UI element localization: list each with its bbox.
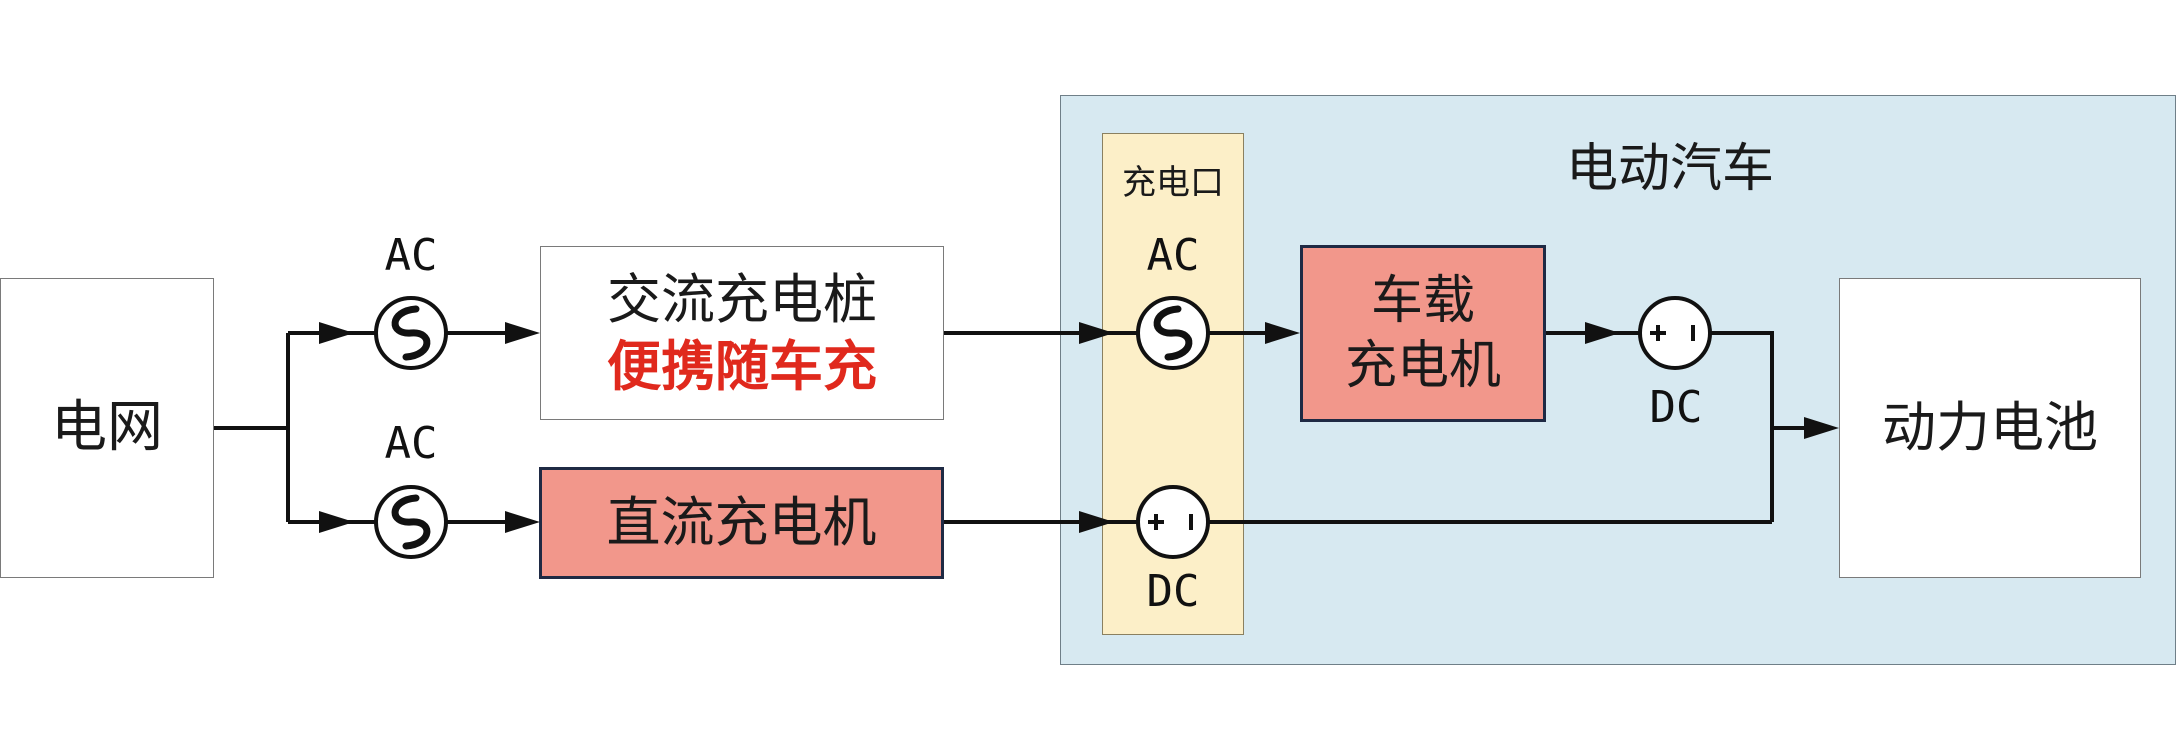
ac-label-bottom: AC	[384, 418, 438, 469]
grid-label: 电网	[51, 395, 163, 460]
obc-label-line2: 充电机	[1344, 335, 1501, 396]
grid-box: 电网	[0, 278, 214, 578]
dc-charger-label: 直流充电机	[606, 491, 877, 555]
ac-label-port: AC	[1146, 230, 1200, 281]
battery-box: 动力电池	[1839, 278, 2141, 578]
dc-label-port: DC	[1146, 566, 1200, 617]
ev-title: 电动汽车	[1565, 139, 1774, 199]
obc-label-line1: 车载	[1370, 270, 1475, 331]
ac-source-icon-top	[376, 298, 446, 368]
dc-label-obc: DC	[1649, 382, 1703, 433]
dc-charger-box: 直流充电机	[539, 467, 944, 579]
dc-port-icon	[1136, 485, 1210, 559]
ac-source-icon-bottom	[376, 487, 446, 557]
charging-port-title: 充电口	[1122, 163, 1224, 203]
battery-label: 动力电池	[1882, 396, 2098, 460]
dc-source-icon	[1638, 296, 1712, 370]
ac-pile-label: 交流充电桩	[607, 267, 877, 331]
ac-charging-pile-box: 交流充电桩 便携随车充	[540, 246, 944, 420]
ac-label-top: AC	[384, 230, 438, 281]
onboard-charger-box: 车载 充电机	[1300, 245, 1546, 422]
portable-charger-label: 便携随车充	[607, 335, 877, 398]
ac-port-icon	[1138, 298, 1208, 368]
